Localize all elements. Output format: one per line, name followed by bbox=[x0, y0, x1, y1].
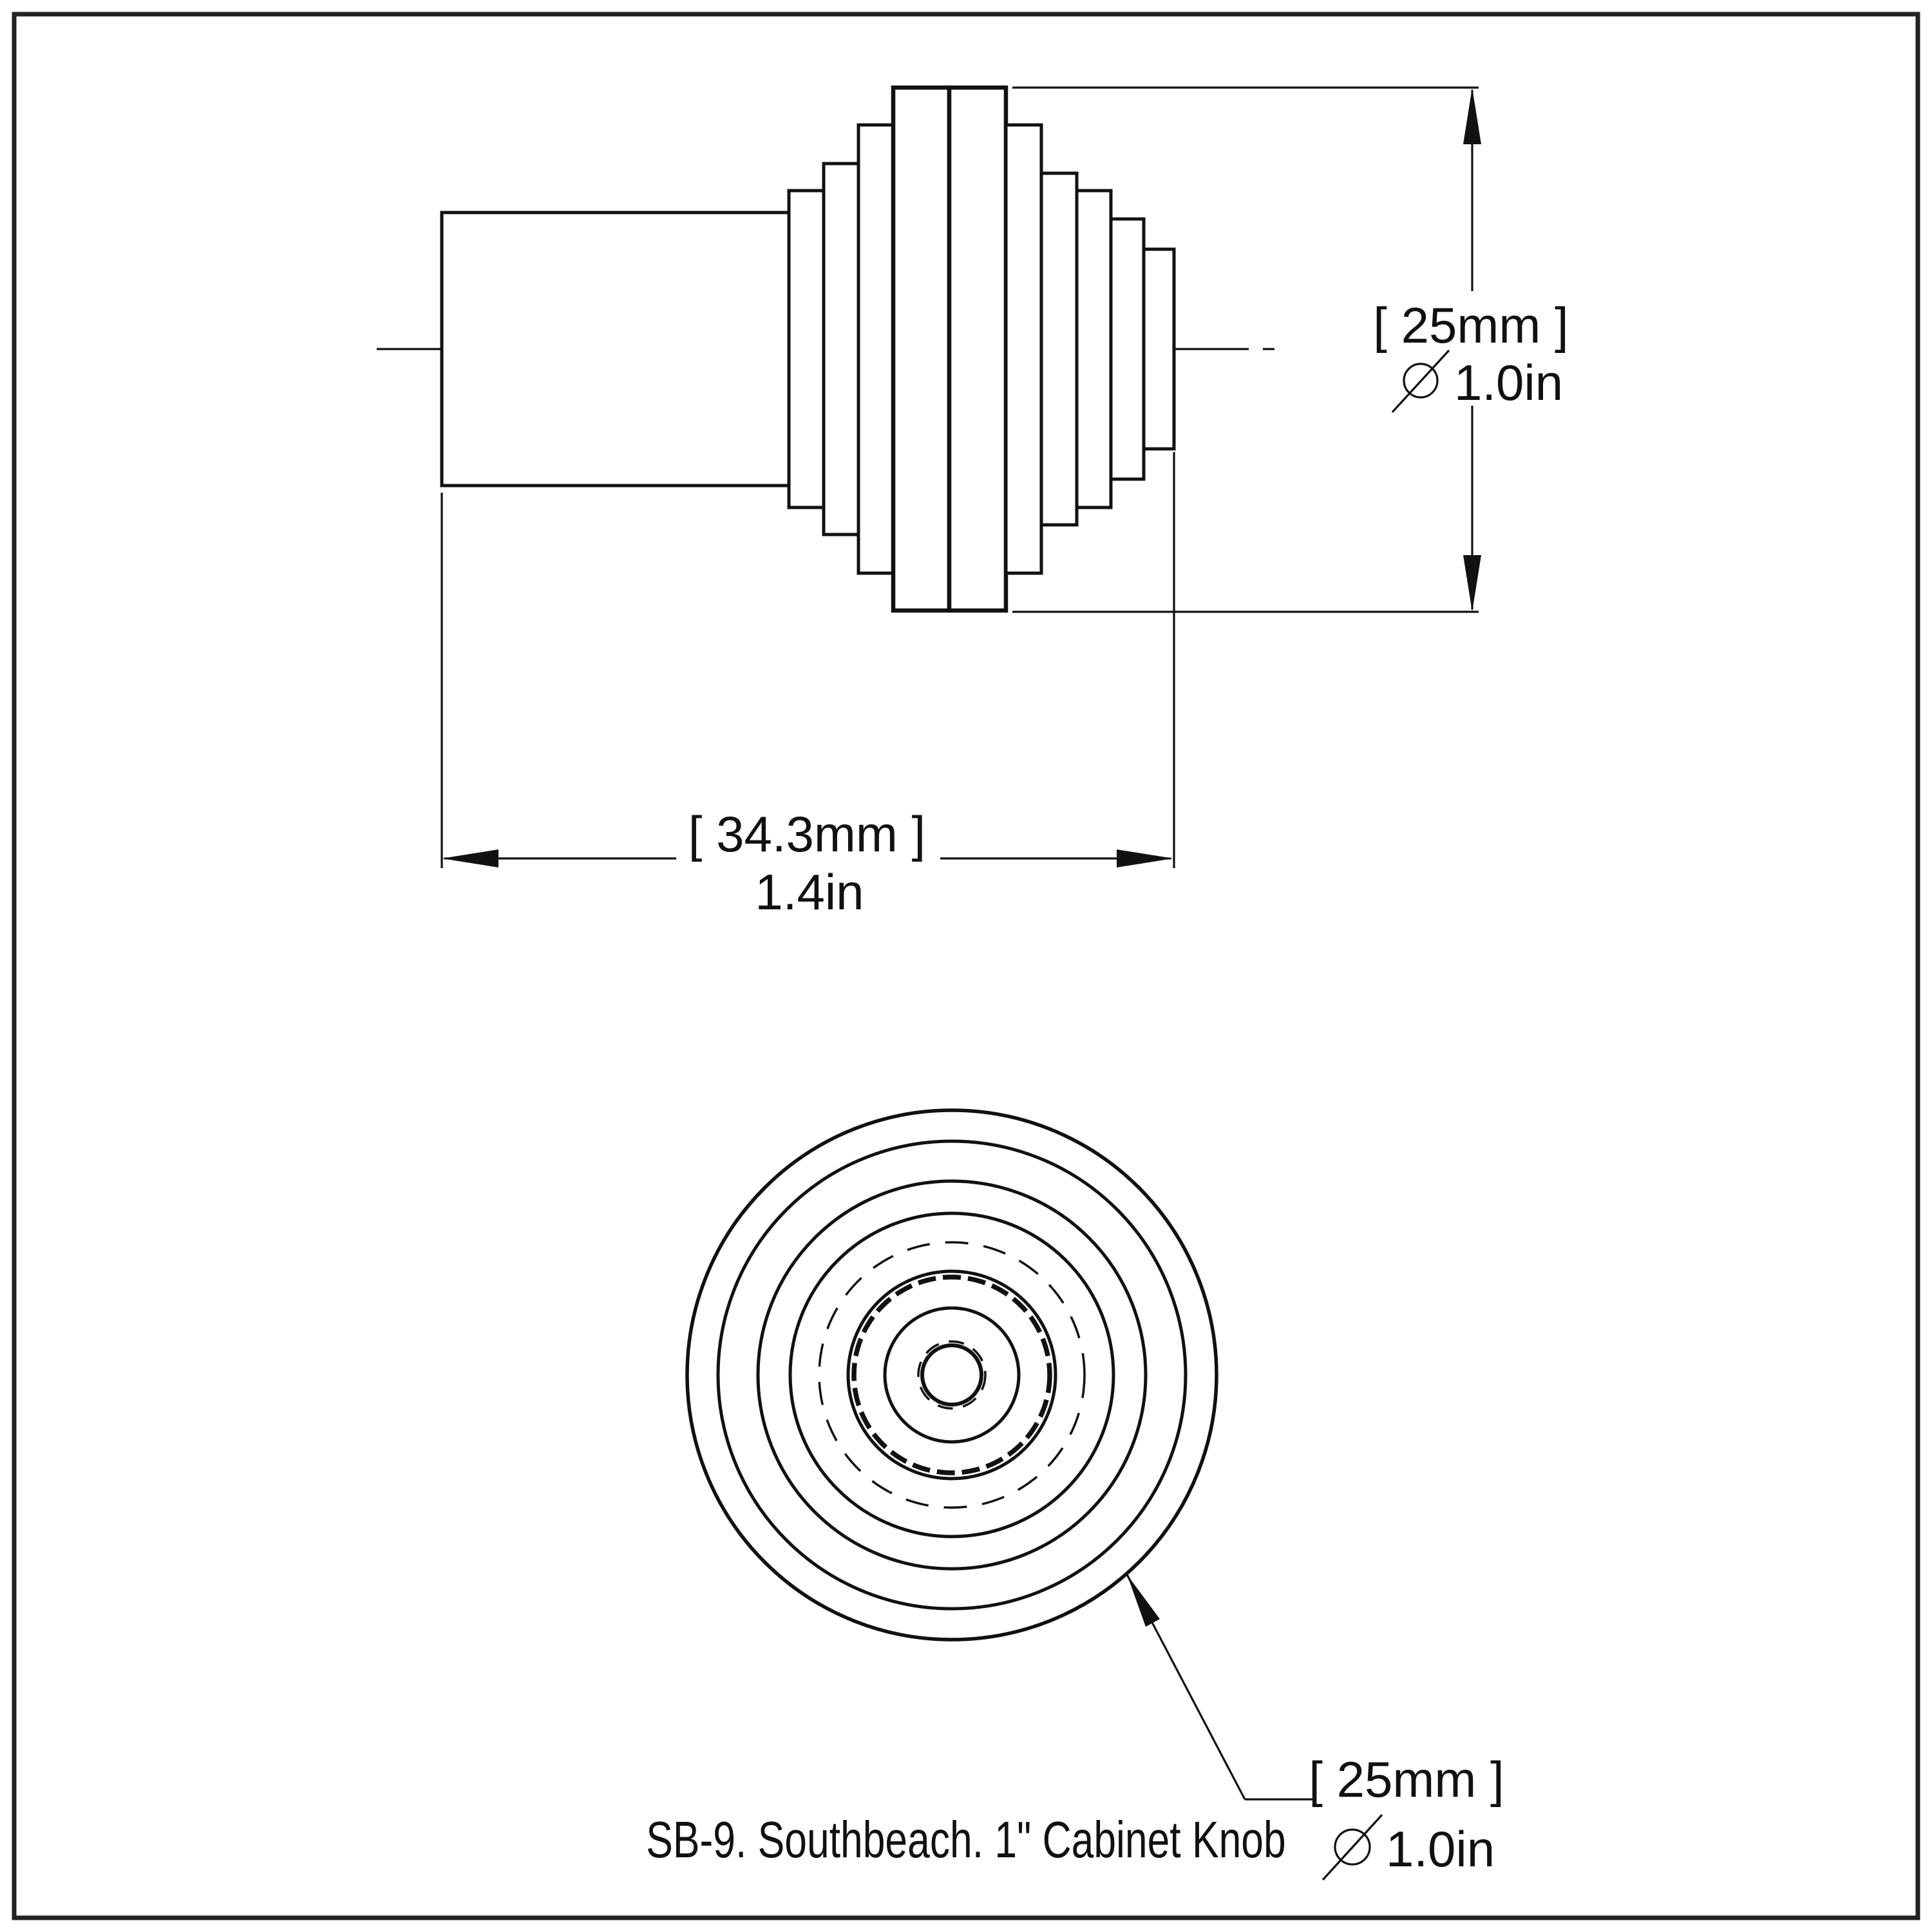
side-diameter-imperial-label: 1.0in bbox=[1454, 354, 1563, 411]
leader-arrow-icon bbox=[1127, 1575, 1160, 1627]
caption-group: SB-9. Southbeach. 1" Cabinet Knob bbox=[646, 1812, 1285, 1869]
diameter-symbol-icon bbox=[1321, 1814, 1383, 1881]
side-view-step-5 bbox=[1039, 171, 1079, 527]
drawing-caption: SB-9. Southbeach. 1" Cabinet Knob bbox=[646, 1812, 1285, 1869]
side-view-step-1 bbox=[787, 189, 826, 509]
side-view-step-7 bbox=[1109, 217, 1146, 481]
plan-circle-6 bbox=[846, 1269, 1057, 1481]
side-view-step-4 bbox=[1004, 123, 1043, 575]
dim-arrow-right-icon bbox=[1117, 849, 1173, 867]
side-view-step-6 bbox=[1075, 189, 1113, 509]
plan-circle-7 bbox=[883, 1306, 1021, 1444]
dim-arrow-down-icon bbox=[1463, 555, 1481, 612]
plan-diameter-imperial-label: 1.0in bbox=[1386, 1821, 1495, 1877]
plan-circle-hidden-5 bbox=[818, 1241, 1086, 1509]
dim-arrow-up-icon bbox=[1463, 88, 1481, 144]
side-view-center-disc-right bbox=[947, 85, 1009, 613]
plan-circle-center-hole bbox=[920, 1343, 983, 1406]
plan-circle-knurl-band bbox=[851, 1274, 1052, 1475]
plan-view: [ 25mm ] 1.0in bbox=[685, 1108, 1504, 1881]
side-view-step-2 bbox=[822, 162, 860, 536]
length-imperial-label: 1.4in bbox=[755, 864, 864, 920]
plan-circle-3 bbox=[756, 1179, 1148, 1571]
plan-diameter-metric-label: [ 25mm ] bbox=[1309, 1751, 1504, 1808]
plan-circle-2 bbox=[716, 1139, 1188, 1611]
plan-circle-4 bbox=[788, 1211, 1115, 1539]
length-dimension: [ 34.3mm ] 1.4in bbox=[440, 452, 1175, 920]
length-metric-label: [ 34.3mm ] bbox=[688, 806, 925, 862]
plan-circle-outer bbox=[685, 1108, 1218, 1642]
drawing-border-frame bbox=[12, 12, 1920, 1920]
plan-diameter-leader: [ 25mm ] 1.0in bbox=[1126, 1574, 1504, 1881]
side-view-shank bbox=[440, 211, 791, 488]
side-view-step-8 bbox=[1142, 247, 1176, 451]
diameter-symbol-icon bbox=[1391, 349, 1450, 413]
diameter-dimension-side: [ 25mm ] 1.0in bbox=[1012, 86, 1569, 613]
side-view-center-disc-left bbox=[891, 85, 952, 613]
plan-circle-hidden-hole bbox=[917, 1340, 987, 1410]
dim-arrow-left-icon bbox=[442, 849, 498, 867]
side-diameter-metric-label: [ 25mm ] bbox=[1373, 297, 1568, 354]
side-profile-view: [ 25mm ] 1.0in [ 34.3mm ] 1.4in bbox=[377, 85, 1569, 920]
side-view-step-3 bbox=[857, 123, 895, 575]
leader-diagonal-line bbox=[1126, 1574, 1246, 1800]
